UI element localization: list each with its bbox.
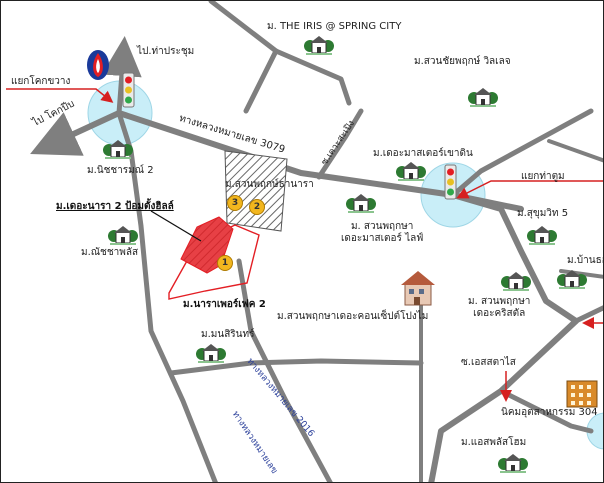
road-west-lower (168, 358, 424, 376)
label-nara-perfect-2[interactable]: ม.นาราเพอร์เฟค 2 (183, 299, 266, 310)
house-icon (557, 270, 587, 289)
label-suanphruksa-crystal[interactable]: ม. สวนพฤกษาเดอะคริสตัล (468, 296, 530, 320)
marker-3[interactable]: 3 (227, 195, 243, 211)
house-icon (501, 272, 531, 291)
road-center-south (236, 258, 333, 482)
label-suanphruksa-master-life[interactable]: ม. สวนพฤกษาเดอะมาสเตอร์ ไลฟ์ (341, 221, 423, 245)
house-icon (304, 36, 334, 55)
road-east-mid (559, 269, 603, 279)
house-icon (108, 226, 138, 245)
label-suan-panya[interactable]: ม.สวนพฤกษ์ธานารา (225, 179, 314, 190)
label-soi-etsat: ซ.เอสสตาไส (461, 357, 516, 368)
road-east-branch (573, 305, 603, 324)
label-the-nara-2[interactable]: ม.เดอะนารา 2 ป้อมตั้งฮิลล์ (56, 201, 174, 212)
marker-1[interactable]: 1 (217, 255, 233, 271)
road-soi-khasong (316, 108, 364, 180)
label-manasirin[interactable]: ม.มนสิรินทร์ (201, 329, 255, 340)
label-line-1: ม. สวนพฤกษา (468, 296, 531, 307)
house-icon (396, 162, 426, 181)
label-nitcharam[interactable]: ม.นิชชารมณ์ 2 (87, 165, 154, 176)
pointer-line-nara (150, 210, 202, 242)
road-north-east (243, 48, 279, 114)
label-yaek-thahum: แยกท่าตูม (521, 171, 565, 182)
label-suanphruksa-concept[interactable]: ม.สวนพฤกษาเดอะคอนเซ็ปต์โปงไม (277, 311, 429, 322)
label-the-iris[interactable]: ม. THE IRIS @ SPRING CITY (267, 21, 402, 32)
house-icon (527, 226, 557, 245)
label-master-khaoden[interactable]: ม.เดอะมาสเตอร์เขาดิน (373, 148, 473, 159)
arrow-khaewkwang (6, 88, 114, 103)
arrow-thahum (456, 180, 603, 199)
label-line-2: เดอะคริสตัล (473, 308, 526, 319)
traffic-light-east (444, 164, 457, 200)
road-industrial (498, 388, 594, 434)
road-north-loop (208, 1, 352, 106)
road-south-east (428, 318, 579, 482)
label-to-thaprachum: ไป.ท่าประชุม (137, 46, 195, 57)
house-icon (103, 140, 133, 159)
label-nanchaphon[interactable]: ม.ณัชชาพลัส (81, 247, 139, 258)
house-icon (498, 454, 528, 473)
label-industrial-estate[interactable]: นิคมอุตสาหกรรม 304 (501, 407, 598, 418)
road-to-khokpip (30, 110, 122, 156)
road-east-south (450, 192, 579, 324)
road-east-top (547, 139, 603, 163)
hatched-plot (224, 150, 288, 232)
gas-station-logo (87, 50, 109, 80)
condo-building-icon (401, 271, 435, 306)
label-line-2: เดอะมาสเตอร์ ไลฟ์ (341, 233, 424, 244)
label-sukhumvit-5[interactable]: ม.สุขุมวิท 5 (517, 208, 569, 219)
house-icon (346, 194, 376, 213)
house-icon (196, 344, 226, 363)
industrial-building-icon (566, 380, 598, 408)
traffic-light-west (122, 72, 135, 108)
label-khaewkwang: แยกโคกขวาง (11, 76, 71, 87)
road-northeast (450, 108, 594, 198)
marker-2[interactable]: 2 (249, 199, 265, 215)
label-baan[interactable]: ม.บ้านธอ (567, 255, 604, 266)
road-to-thaprachum (101, 36, 142, 116)
label-chaiyapruek-village[interactable]: ม.สวนชัยพฤกษ์ วิลเลจ (414, 56, 511, 67)
label-eastpark[interactable]: ม.แอสพลัสโฮม (461, 437, 527, 448)
label-line-1: ม. สวนพฤกษา (350, 221, 414, 232)
house-icon (468, 88, 498, 107)
